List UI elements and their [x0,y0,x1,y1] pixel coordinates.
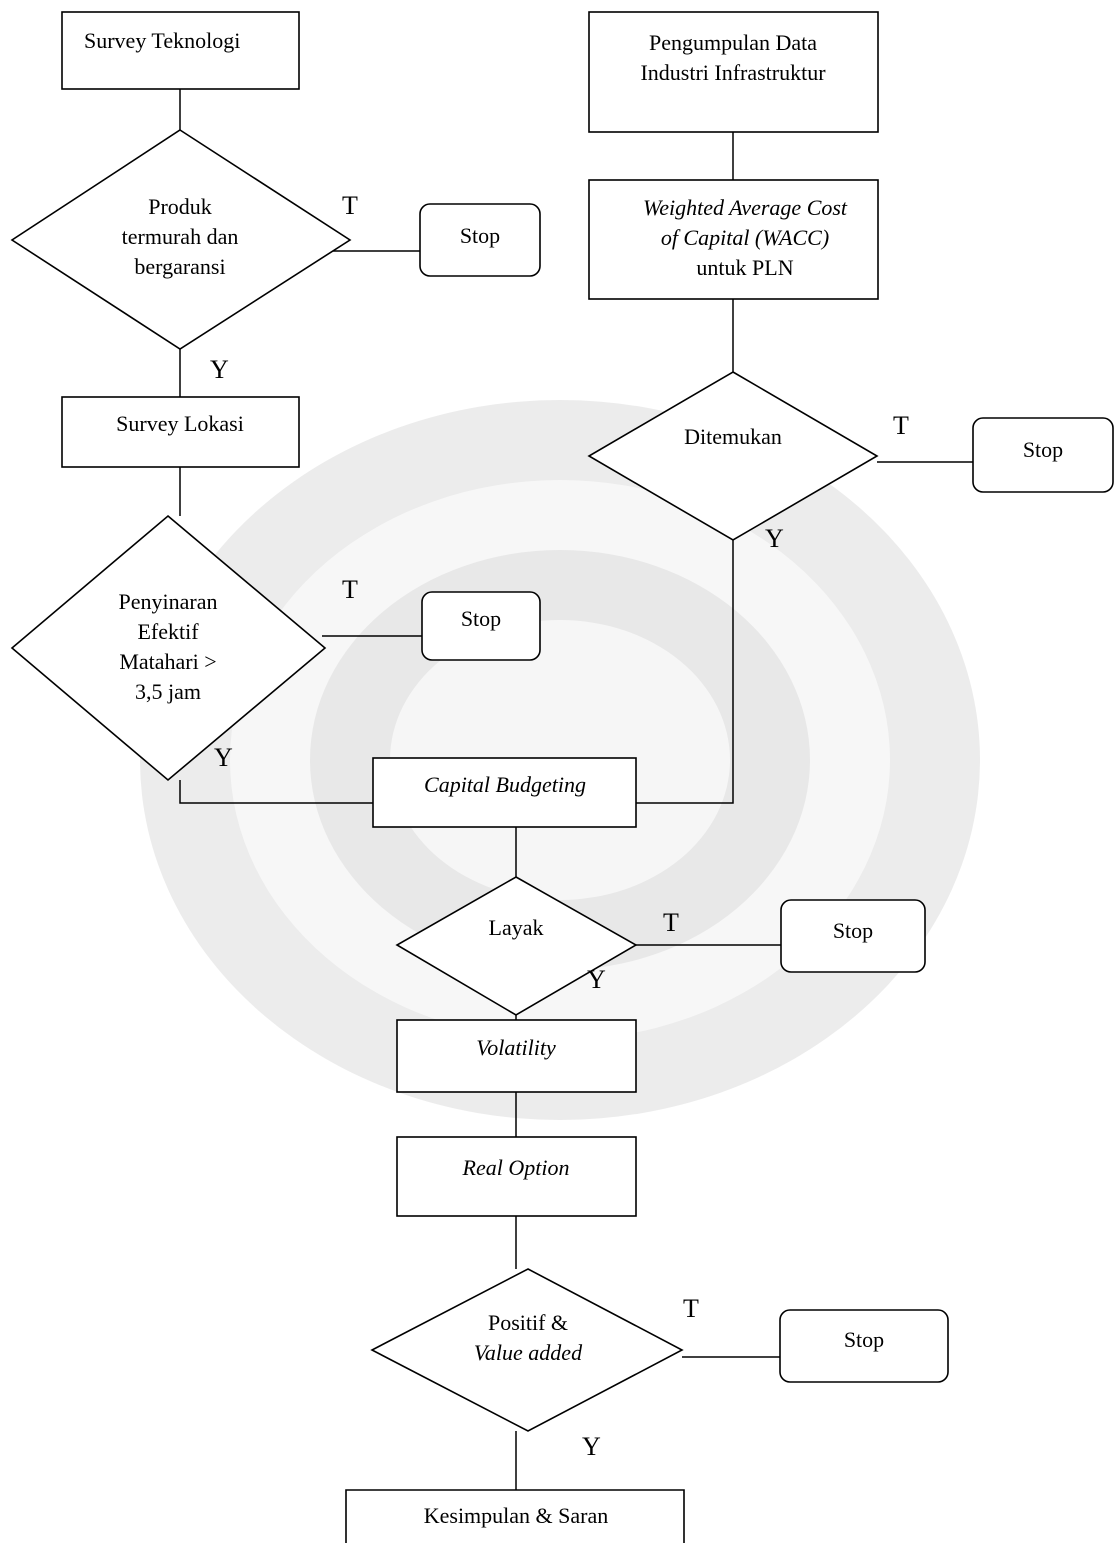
label-line: Value added [474,1340,583,1365]
decision-produk: Produk termurah dan bergaransi [10,129,352,350]
label-line: Ditemukan [684,424,782,449]
terminator-stop: Stop [779,1309,949,1383]
node-label: Weighted Average Cost of Capital (WACC) un… [643,195,848,280]
branch-label-no: T [342,575,358,604]
label-line: Volatility [476,1035,556,1060]
terminator-stop: Stop [972,417,1114,493]
label-line: Layak [489,915,544,940]
label-line: Real Option [462,1155,570,1180]
branch-label-yes: Y [587,965,606,994]
terminator-stop: Stop [780,899,926,973]
label-line: of Capital (WACC) [661,225,829,250]
label-line: Kesimpulan & Saran [424,1503,609,1528]
terminator-label: Stop [1023,437,1063,462]
label-line: Produk [148,194,212,219]
terminator-label: Stop [844,1327,884,1352]
branch-label-yes: Y [214,743,233,772]
node-label: Volatility [476,1035,556,1060]
decision-label: Positif & Value added [474,1310,583,1365]
label-line: termurah dan [122,224,239,249]
label-line: untuk PLN [696,255,793,280]
label-line: Matahari > [119,649,216,674]
label-line: Capital Budgeting [424,772,586,797]
node-label: Real Option [462,1155,570,1180]
terminator-label: Stop [461,606,501,631]
branch-label-no: T [342,191,358,220]
node-capital-budgeting: Capital Budgeting [372,757,637,828]
branch-label-no: T [663,908,679,937]
node-label: Survey Lokasi [116,411,244,436]
node-survey-lokasi: Survey Lokasi [61,396,300,468]
label-line: Pengumpulan Data [649,30,817,55]
node-wacc: Weighted Average Cost of Capital (WACC) un… [588,179,879,300]
decision-positif: Positif & Value added [370,1268,684,1432]
label-line: 3,5 jam [135,679,201,704]
terminator-label: Stop [460,223,500,248]
label-line: Survey Teknologi [84,28,240,53]
decision-ditemukan: Ditemukan [587,371,879,541]
label-line: Stop [461,606,501,631]
label-line: Survey Lokasi [116,411,244,436]
decision-label: Produk termurah dan bergaransi [122,194,239,279]
terminator-label: Stop [833,918,873,943]
branch-label-yes: Y [582,1432,601,1461]
node-survey-teknologi: Survey Teknologi [61,11,300,90]
node-real-option: Real Option [396,1136,637,1217]
terminator-stop: Stop [419,203,541,277]
branch-label-no: T [683,1294,699,1323]
label-line: Stop [1023,437,1063,462]
node-kesimpulan-saran: Kesimpulan & Saran [345,1489,685,1543]
label-line: bergaransi [134,254,225,279]
label-line: Stop [460,223,500,248]
node-label: Kesimpulan & Saran [424,1503,609,1528]
branch-label-yes: Y [210,355,229,384]
decision-label: Ditemukan [684,424,782,449]
label-line: Positif & [488,1310,568,1335]
label-line: Efektif [137,619,199,644]
decision-layak: Layak [395,876,638,1016]
label-line: Industri Infrastruktur [640,60,826,85]
label-line: Stop [844,1327,884,1352]
node-label: Capital Budgeting [424,772,586,797]
branch-label-yes: Y [765,524,784,553]
node-label: Survey Teknologi [84,28,240,53]
branch-label-no: T [893,411,909,440]
label-line: Penyinaran [119,589,218,614]
connectors [179,89,973,1490]
label-line: Stop [833,918,873,943]
terminator-stop: Stop [421,591,541,661]
decision-label: Layak [489,915,544,940]
label-line: Weighted Average Cost [643,195,848,220]
node-volatility: Volatility [396,1019,637,1093]
